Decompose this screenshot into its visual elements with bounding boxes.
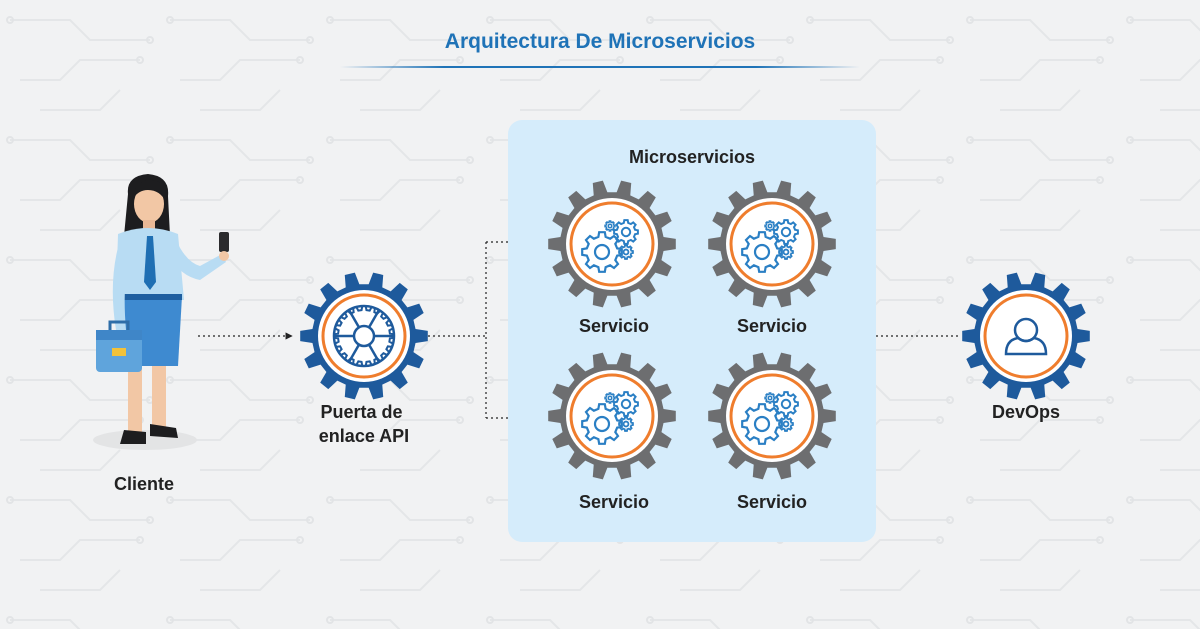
gateway-gear-icon	[300, 272, 428, 400]
connectors	[198, 236, 958, 422]
page-title: Arquitectura De Microservicios	[444, 30, 756, 53]
devops-label: DevOps	[992, 402, 1060, 422]
gateway-label: Puerta de enlace API	[319, 402, 409, 446]
service-2-label: Servicio	[737, 316, 807, 336]
user-profile-icon	[962, 272, 1090, 400]
title-divider	[340, 66, 860, 68]
devops-node[interactable]	[962, 272, 1090, 400]
edge-gateway-split	[428, 242, 487, 418]
service-node-4[interactable]	[708, 352, 836, 480]
service-4-label: Servicio	[737, 492, 807, 512]
service-node-1[interactable]	[548, 180, 676, 308]
service-gears-icon	[548, 352, 676, 480]
gateway-node[interactable]	[300, 272, 428, 400]
service-gears-icon	[708, 180, 836, 308]
service-3-label: Servicio	[579, 492, 649, 512]
service-gears-icon	[548, 180, 676, 308]
service-node-3[interactable]	[548, 352, 676, 480]
microservices-panel	[508, 120, 876, 542]
client-label: Cliente	[114, 474, 174, 494]
service-1-label: Servicio	[579, 316, 649, 336]
service-node-2[interactable]	[708, 180, 836, 308]
service-gears-icon	[708, 352, 836, 480]
microservices-title: Microservicios	[629, 147, 755, 167]
person-icon	[93, 174, 229, 450]
